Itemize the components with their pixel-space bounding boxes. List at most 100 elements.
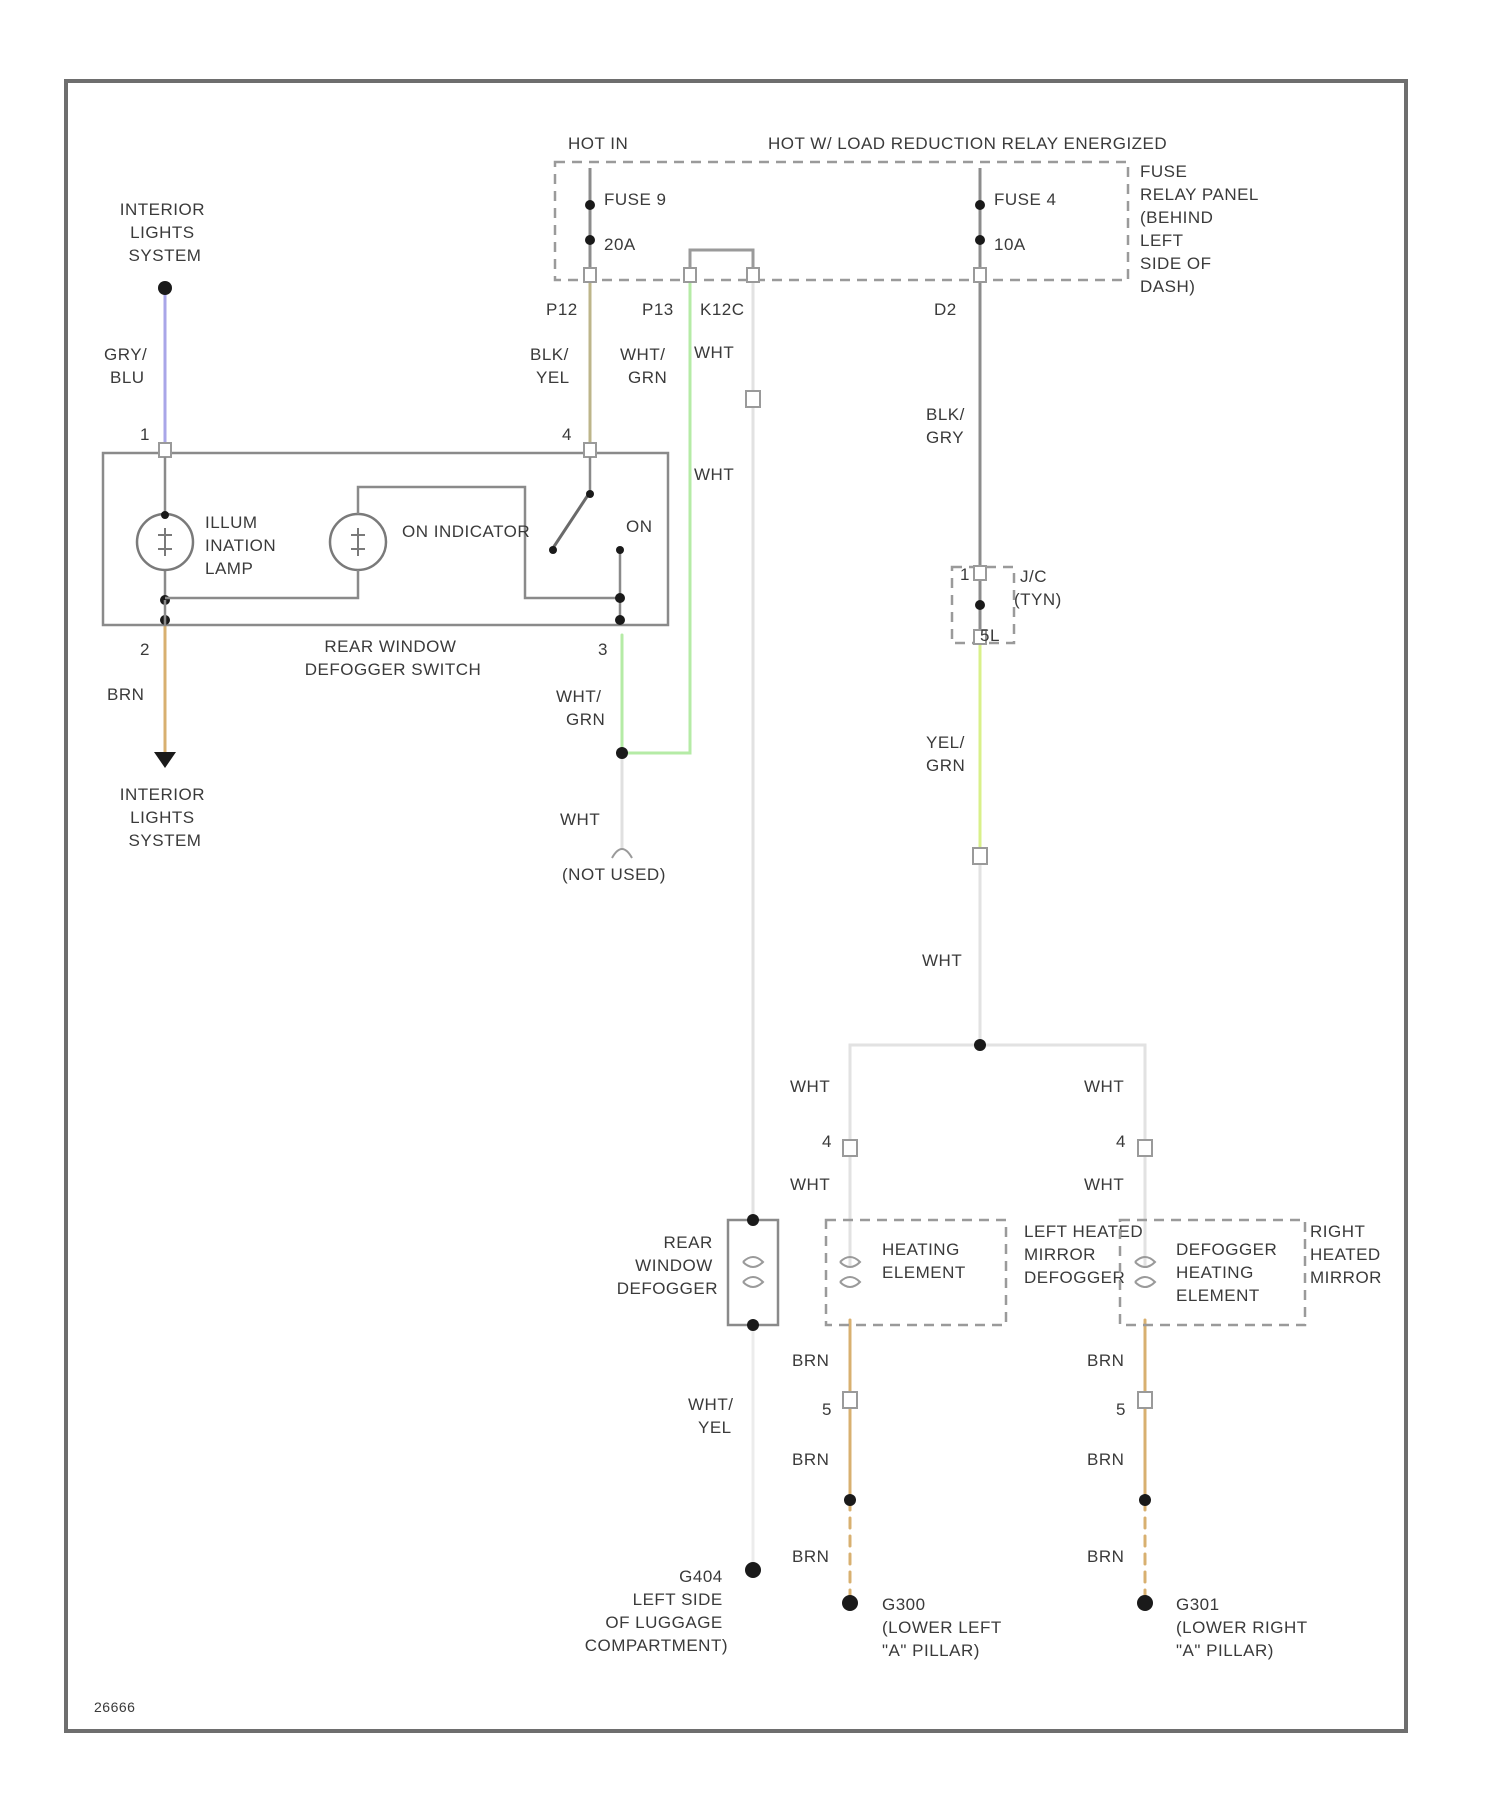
wire-wht-mid-label: WHT bbox=[694, 465, 734, 484]
switch-node-c bbox=[615, 593, 625, 603]
not-used-connector bbox=[612, 849, 632, 858]
fuse-b-rating: 10A bbox=[994, 235, 1026, 254]
switch-on-node bbox=[616, 546, 624, 554]
switch-name-label: REAR WINDOW DEFOGGER SWITCH bbox=[305, 637, 482, 679]
wire-wht-left-2-label: WHT bbox=[790, 1175, 830, 1194]
fuse-panel-pin-c bbox=[747, 268, 759, 282]
ground-rear-label: G404 LEFT SIDE OF LUGGAGE COMPARTMENT) bbox=[585, 1567, 728, 1655]
wire-brn-left-1-label: BRN bbox=[792, 1351, 829, 1370]
switch-contact-blade bbox=[553, 492, 590, 548]
jc-label: J/C (TYN) bbox=[1014, 567, 1062, 609]
right-mirror-pin-in bbox=[1138, 1140, 1152, 1156]
rear-defogger-bottom-node bbox=[747, 1319, 759, 1331]
switch-node-a bbox=[161, 511, 169, 519]
rear-defogger-label: REAR WINDOW DEFOGGER bbox=[617, 1233, 718, 1298]
wires bbox=[165, 278, 1145, 1600]
fuse-panel-pin-b bbox=[684, 268, 696, 282]
fuse-relay-panel bbox=[555, 162, 1128, 282]
wire-brn-right-3-label: BRN bbox=[1087, 1547, 1124, 1566]
splice-mirrors bbox=[974, 1039, 986, 1051]
wire-wht-top-label: WHT bbox=[694, 343, 734, 362]
wire-blk-yel-label: BLK/ YEL bbox=[530, 345, 574, 387]
wire-yel-grn-label: YEL/ GRN bbox=[926, 733, 970, 775]
right-mirror-pin-in-label: 4 bbox=[1116, 1132, 1126, 1151]
fuse-panel-pin-a-label: P12 bbox=[546, 300, 578, 319]
right-mirror-name-label: RIGHT HEATED MIRROR bbox=[1310, 1222, 1386, 1287]
ground-rear-node bbox=[745, 1562, 761, 1578]
wire-brn-switch-label: BRN bbox=[107, 685, 144, 704]
right-mirror-pin-out-label: 5 bbox=[1116, 1400, 1126, 1419]
wire-brn-right-2-label: BRN bbox=[1087, 1450, 1124, 1469]
illum-lamp-label: ILLUM INATION LAMP bbox=[205, 513, 281, 578]
wire-wht-right-1-label: WHT bbox=[1084, 1077, 1124, 1096]
left-mirror-pin-in-label: 4 bbox=[822, 1132, 832, 1151]
hot-at-all-times-label: HOT IN bbox=[568, 134, 628, 153]
fuse-panel-pin-d-label: D2 bbox=[934, 300, 957, 319]
wire-gry-blu-label: GRY/ BLU bbox=[104, 345, 153, 387]
wire-wht-after-jc-label: WHT bbox=[922, 951, 962, 970]
right-ground-splice bbox=[1139, 1494, 1151, 1506]
wire-wht-left-1-label: WHT bbox=[790, 1077, 830, 1096]
switch-pin-4-label: 4 bbox=[562, 425, 572, 444]
fuse-panel-pin-c-label: K12C bbox=[700, 300, 745, 319]
on-indicator-label: ON INDICATOR bbox=[402, 522, 530, 541]
interior-lights-top-label: INTERIOR LIGHTS SYSTEM bbox=[120, 200, 210, 265]
fuse-panel-pin-a bbox=[584, 268, 596, 282]
rear-window-defogger bbox=[728, 1214, 778, 1331]
left-mirror-pin-out bbox=[843, 1392, 857, 1408]
jc-pin-top bbox=[974, 566, 986, 580]
ground-left-node bbox=[842, 1595, 858, 1611]
wire-brn-right-1-label: BRN bbox=[1087, 1351, 1124, 1370]
right-mirror-element-label: DEFOGGER HEATING ELEMENT bbox=[1176, 1240, 1283, 1305]
wire-wht-grn-switch-label: WHT/ GRN bbox=[556, 687, 607, 729]
left-mirror-pin-in bbox=[843, 1140, 857, 1156]
fuse-b-bottom-node bbox=[975, 235, 985, 245]
wire-wht-unused-label: WHT bbox=[560, 810, 600, 829]
switch-pin-4 bbox=[584, 443, 596, 457]
switch-on-label: ON bbox=[626, 517, 653, 536]
rear-defogger-grid bbox=[743, 1257, 763, 1287]
fuse-b-top-node bbox=[975, 200, 985, 210]
fuse-panel-pin-b-label: P13 bbox=[642, 300, 674, 319]
fuse-panel-location: FUSE RELAY PANEL (BEHIND LEFT SIDE OF DA… bbox=[1140, 162, 1264, 296]
rear-defogger-top-node bbox=[747, 1214, 759, 1226]
ground-right-node bbox=[1137, 1595, 1153, 1611]
splice-wht-grn bbox=[616, 747, 628, 759]
interior-lights-top-node bbox=[158, 281, 172, 295]
jc-pin-top-label: 1 bbox=[960, 565, 970, 584]
fuse-a-rating: 20A bbox=[604, 235, 636, 254]
switch-pin-1-label: 1 bbox=[140, 425, 150, 444]
wire-brn-left-3-label: BRN bbox=[792, 1547, 829, 1566]
switch-node-d bbox=[615, 615, 625, 625]
jc-pin-bottom-label: 5L bbox=[980, 626, 1000, 645]
wire-blk-gry-label: BLK/ GRY bbox=[926, 405, 970, 447]
left-mirror-pin-out-label: 5 bbox=[822, 1400, 832, 1419]
fuse-b-name: FUSE 4 bbox=[994, 190, 1057, 209]
jc-node bbox=[975, 600, 985, 610]
left-ground-splice bbox=[844, 1494, 856, 1506]
switch-contact-end bbox=[549, 546, 557, 554]
fuse-a-name: FUSE 9 bbox=[604, 190, 667, 209]
fuse-panel-pin-d bbox=[974, 268, 986, 282]
fuse-panel-box bbox=[555, 162, 1128, 280]
bus-bar bbox=[690, 250, 753, 278]
ground-right-label: G301 (LOWER RIGHT "A" PILLAR) bbox=[1176, 1595, 1313, 1660]
fuse-a-top-node bbox=[585, 200, 595, 210]
left-mirror-element-label: HEATING ELEMENT bbox=[882, 1240, 966, 1282]
wire-wht-yel-label: WHT/ YEL bbox=[688, 1395, 739, 1437]
wire-wht-right-2-label: WHT bbox=[1084, 1175, 1124, 1194]
hot-relay-label: HOT W/ LOAD REDUCTION RELAY ENERGIZED bbox=[768, 134, 1167, 153]
rear-defogger-box bbox=[728, 1220, 778, 1325]
diagram-code: 26666 bbox=[94, 1699, 135, 1715]
switch-contact-pivot bbox=[586, 490, 594, 498]
interior-lights-bottom-arrow bbox=[154, 752, 176, 768]
wire-wht-grn-top-label: WHT/ GRN bbox=[620, 345, 671, 387]
left-mirror-name-label: LEFT HEATED MIRROR DEFOGGER bbox=[1024, 1222, 1148, 1287]
fuse-a-bottom-node bbox=[585, 235, 595, 245]
interior-lights-bottom-label: INTERIOR LIGHTS SYSTEM bbox=[120, 785, 210, 850]
wire-brn-left-2-label: BRN bbox=[792, 1450, 829, 1469]
ground-left-label: G300 (LOWER LEFT "A" PILLAR) bbox=[882, 1595, 1007, 1660]
diagram-frame bbox=[66, 81, 1406, 1731]
jc-inline-connector bbox=[973, 848, 987, 864]
